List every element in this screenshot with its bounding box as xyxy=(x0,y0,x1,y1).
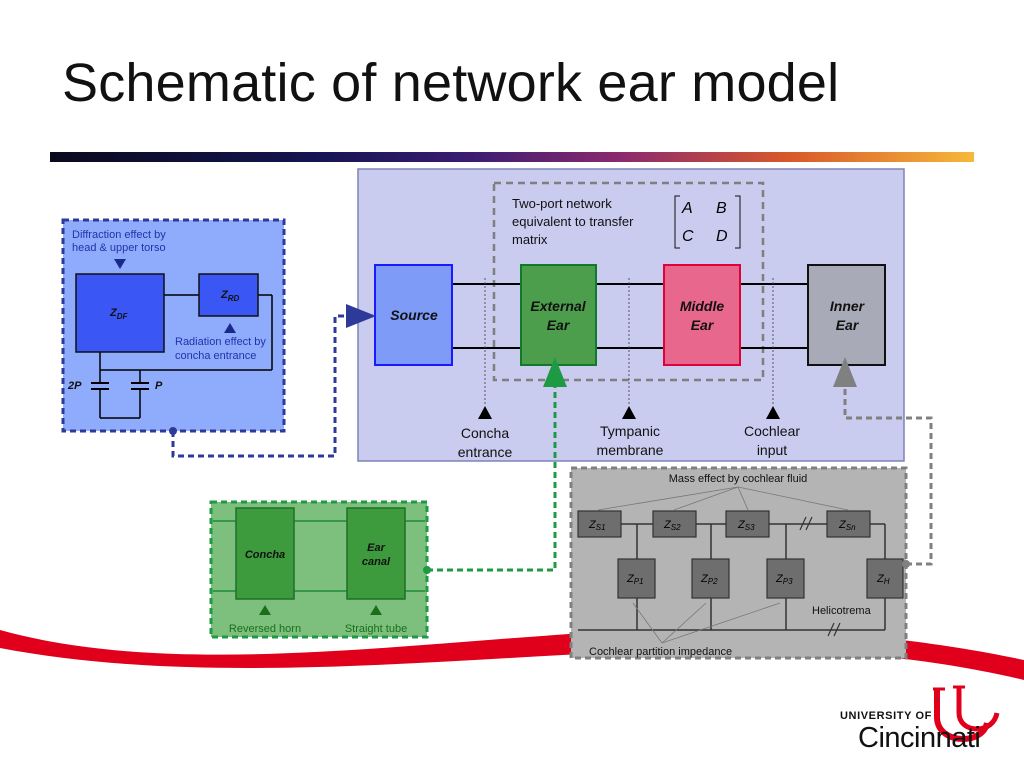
external-ear-block: External Ear xyxy=(520,264,597,366)
inner-ear-label-1: Inner xyxy=(830,298,866,314)
capacitor-p-label: P xyxy=(155,380,163,392)
reversed-horn-label: Reversed horn xyxy=(229,623,301,635)
source-label: Source xyxy=(390,307,438,323)
zh-block: ZH xyxy=(866,558,904,599)
tympanic-marker-icon xyxy=(622,406,636,419)
transfer-matrix: A B C D xyxy=(674,195,741,249)
zs2-block: ZS2 xyxy=(652,510,697,538)
outer-to-external-connector xyxy=(427,357,567,572)
two-port-note-line-1: Two-port network xyxy=(512,196,612,211)
zdf-label: ZDF xyxy=(109,307,129,321)
zp1-label: ZP1 xyxy=(626,573,644,586)
middle-ear-label-2: Ear xyxy=(691,317,715,333)
zp3-label: ZP3 xyxy=(775,573,793,586)
head-torso-panel: Diffraction effect by head & upper torso… xyxy=(61,218,286,435)
slide-title: Schematic of network ear model xyxy=(62,53,840,113)
zsn-label: ZSn xyxy=(838,519,856,532)
cochlea-to-inner-ear-connector xyxy=(833,357,933,566)
zs3-label: ZS3 xyxy=(737,519,755,532)
outer-ear-panel: Concha Ear canal Reversed horn Straight … xyxy=(209,500,431,639)
diffraction-note-line-2: head & upper torso xyxy=(72,242,166,254)
logo-university-of: UNIVERSITY OF xyxy=(840,710,932,722)
straight-tube-arrow-icon xyxy=(370,605,382,615)
concha-block xyxy=(235,507,295,600)
tympanic-membrane-label-1: Tympanic xyxy=(600,423,660,439)
cochlea-panel: Mass effect by cochlear fluid ZS1 ZS2 ZS… xyxy=(569,466,910,660)
cochlear-marker-icon xyxy=(766,406,780,419)
middle-ear-block: Middle Ear xyxy=(663,264,741,366)
ear-canal-label-1: Ear xyxy=(367,542,385,554)
ear-canal-label-2: canal xyxy=(362,556,391,568)
two-port-note-line-2: equivalent to transfer xyxy=(512,214,634,229)
concha-entrance-label-1: Concha xyxy=(461,425,509,441)
bottom-swoosh xyxy=(0,628,1024,768)
matrix-b: B xyxy=(716,200,727,217)
tympanic-membrane-label-2: membrane xyxy=(597,442,664,458)
matrix-a: A xyxy=(681,200,693,217)
partition-impedance-note: Cochlear partition impedance xyxy=(589,646,732,658)
zsn-block: ZSn xyxy=(826,510,871,538)
external-ear-label-2: Ear xyxy=(547,317,571,333)
radiation-note-line-1: Radiation effect by xyxy=(175,336,266,348)
radiation-note-line-2: concha entrance xyxy=(175,350,256,362)
zp1-block: ZP1 xyxy=(617,558,656,599)
concha-label: Concha xyxy=(245,549,285,561)
matrix-c: C xyxy=(682,228,694,245)
cochlear-input-label-2: input xyxy=(757,442,787,458)
zp2-label: ZP2 xyxy=(700,573,718,586)
title-rule xyxy=(50,152,974,162)
concha-marker-icon xyxy=(478,406,492,419)
cochlear-input-label-1: Cochlear xyxy=(744,423,800,439)
external-ear-label-1: External xyxy=(530,298,586,314)
concha-entrance-label-2: entrance xyxy=(458,444,513,460)
ear-canal-block xyxy=(346,507,406,600)
inner-ear-label-2: Ear xyxy=(836,317,860,333)
zs1-block: ZS1 xyxy=(577,510,622,538)
zs3-block: ZS3 xyxy=(725,510,770,538)
zs1-label: ZS1 xyxy=(588,519,606,532)
radiation-arrow-icon xyxy=(224,323,236,333)
main-panel: Two-port network equivalent to transfer … xyxy=(357,168,905,462)
zp3-block: ZP3 xyxy=(766,558,805,599)
diffraction-arrow-icon xyxy=(114,259,126,269)
reversed-horn-arrow-icon xyxy=(259,605,271,615)
mass-effect-note: Mass effect by cochlear fluid xyxy=(669,473,808,485)
matrix-d: D xyxy=(716,228,728,245)
zdf-block xyxy=(75,273,165,353)
zrd-label: ZRD xyxy=(220,289,240,303)
capacitor-2p-label: 2P xyxy=(67,380,82,392)
zs2-label: ZS2 xyxy=(663,519,681,532)
helicotrema-label: Helicotrema xyxy=(812,605,872,617)
diffraction-note-line-1: Diffraction effect by xyxy=(72,229,166,241)
source-block: Source xyxy=(374,264,453,366)
zh-label: ZH xyxy=(876,573,890,586)
uc-logo-mark xyxy=(933,685,1000,743)
inner-ear-block: Inner Ear xyxy=(807,264,886,366)
zp2-block: ZP2 xyxy=(691,558,730,599)
straight-tube-label: Straight tube xyxy=(345,623,407,635)
logo-cincinnati: Cincinnati xyxy=(858,722,981,754)
two-port-note-line-3: matrix xyxy=(512,232,548,247)
zrd-block xyxy=(198,273,259,317)
middle-ear-label-1: Middle xyxy=(680,298,725,314)
